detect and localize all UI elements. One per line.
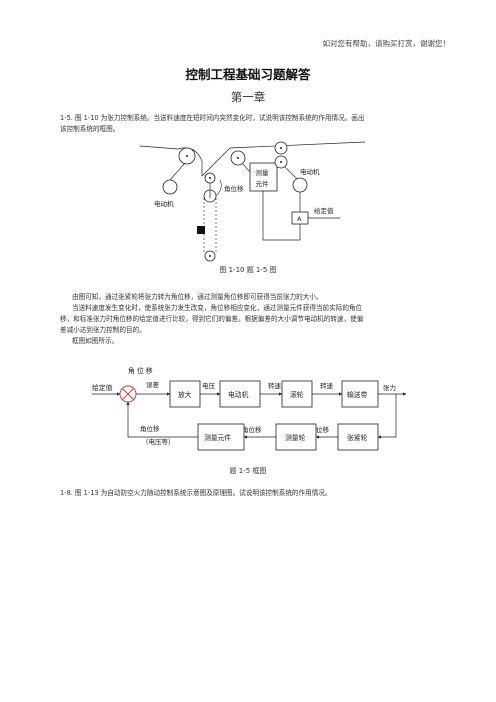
displacement-label: 位移 <box>316 425 330 434</box>
measuring-element-block <box>197 423 245 451</box>
question-1-5: 1-5. 图 1-10 为张力控制系统。当送料速度在短时间内突然变化时，试说明该… <box>60 113 440 135</box>
block-diagram: 角 位 移 给定值 误差 放大 电压 电动机 转速 滚轮 转速 输送带 张力 张… <box>92 366 407 451</box>
tension-wheel-axle <box>209 177 211 179</box>
explanation-line4: 差减小达到张力控制的目的。 <box>60 326 146 334</box>
measuring-wheel-block-label: 测量轮 <box>285 433 306 442</box>
speed1-label: 转速 <box>268 381 282 390</box>
angle-shift-label: 角位移 <box>242 425 262 434</box>
measuring-element-label-1: 测量 <box>256 169 270 177</box>
angle-label: 角位移 <box>224 184 244 193</box>
left-motor <box>162 179 178 195</box>
explanation-line2: 当送料速度发生变化时，使系统张力发生改变，角位移相应变化，通过测量元件获得当前实… <box>72 304 363 312</box>
deviation-label: 误差 <box>146 380 160 389</box>
tension-output-label: 张力 <box>383 383 396 392</box>
tension-system-diagram: 电动机 角位移 测量 元件 电动机 A 给定值 <box>140 141 365 262</box>
amplifier-block <box>169 380 201 408</box>
amplifier-block-label: 放大 <box>178 390 192 399</box>
measuring-element-box <box>249 162 278 192</box>
right-motor <box>292 177 308 193</box>
left-motor-belt <box>169 162 186 181</box>
right-motor-label: 电动机 <box>300 167 320 176</box>
right-roller-top-axle <box>280 147 282 149</box>
material-line-left <box>140 145 179 150</box>
material-curve-left <box>177 147 203 162</box>
conveyor-block <box>341 380 379 408</box>
summing-cross-b <box>122 388 134 400</box>
roller-to-measure-link <box>242 163 251 173</box>
question-1-5-line2: 该控制系统的框图。 <box>60 125 120 133</box>
block-diagram-caption: 题 1-5 框图 <box>229 467 267 475</box>
tension-wheel-block-label: 张紧轮 <box>347 433 368 442</box>
setpoint-label: 给定值 <box>314 206 334 215</box>
question-1-8: 1-8. 图 1-13 为自动防空火力随动控制系统示意图及原理图。试说明该控制系… <box>60 489 332 497</box>
output-to-tension-wheel <box>377 394 397 439</box>
feedback-wiring <box>262 191 301 241</box>
feedback-angle-label: 角位移 <box>140 424 160 433</box>
block-input-label: 给定值 <box>92 383 113 392</box>
figure-1-10-caption: 图 1-10 题 1-5 图 <box>219 266 277 274</box>
question-1-5-line1: 1-5. 图 1-10 为张力控制系统。当送料速度在短时间内突然变化时，试说明该… <box>60 114 365 122</box>
document-title: 控制工程基础习题解答 <box>185 67 311 82</box>
roller-block-label: 滚轮 <box>290 390 304 399</box>
tension-wheel-block <box>337 423 379 451</box>
speed2-label: 转速 <box>320 381 334 390</box>
motor-block <box>219 380 261 408</box>
middle-roller-axle <box>237 157 239 159</box>
explanation-text: 由图可知，通过张紧轮将张力转为角位移，通过测量角位移即可获得当前张力的大小。 当… <box>60 292 440 347</box>
voltage-label: 电压 <box>202 381 216 390</box>
explanation-line1: 由图可知，通过张紧轮将张力转为角位移，通过测量角位移即可获得当前张力的大小。 <box>72 293 323 301</box>
right-motor-belt <box>284 166 298 180</box>
chapter-heading: 第一章 <box>230 90 266 104</box>
right-roller-bottom-axle <box>280 161 282 163</box>
conveyor-block-label: 输送带 <box>347 390 368 399</box>
feedback-to-junction <box>126 401 198 438</box>
feedback-voltage-label: （电压等） <box>142 437 175 446</box>
header-watermark: 如对您有帮助，请购买打赏，谢谢您！ <box>322 39 451 48</box>
left-motor-label: 电动机 <box>154 199 174 208</box>
measuring-element-block-label: 测量元件 <box>204 433 231 442</box>
amplifier-symbol: A <box>297 215 302 223</box>
angle-arc <box>215 179 222 197</box>
explanation-line3: 移，和标准张力时角位移的给定值进行比较，得到它们的偏差。根据偏差的大小调节电动机… <box>60 315 364 323</box>
measuring-element-label-2: 元件 <box>256 179 270 188</box>
bottom-wheel-axle <box>209 255 211 257</box>
motor-block-label: 电动机 <box>228 390 249 399</box>
counterweight <box>197 226 205 234</box>
roller-block <box>281 380 313 408</box>
material-line-up <box>201 147 231 177</box>
explanation-line5: 框图如图所示。 <box>72 337 119 345</box>
block-top-angle-label: 角 位 移 <box>128 366 153 375</box>
left-roller-axle <box>186 155 188 157</box>
material-line-right <box>229 141 365 149</box>
